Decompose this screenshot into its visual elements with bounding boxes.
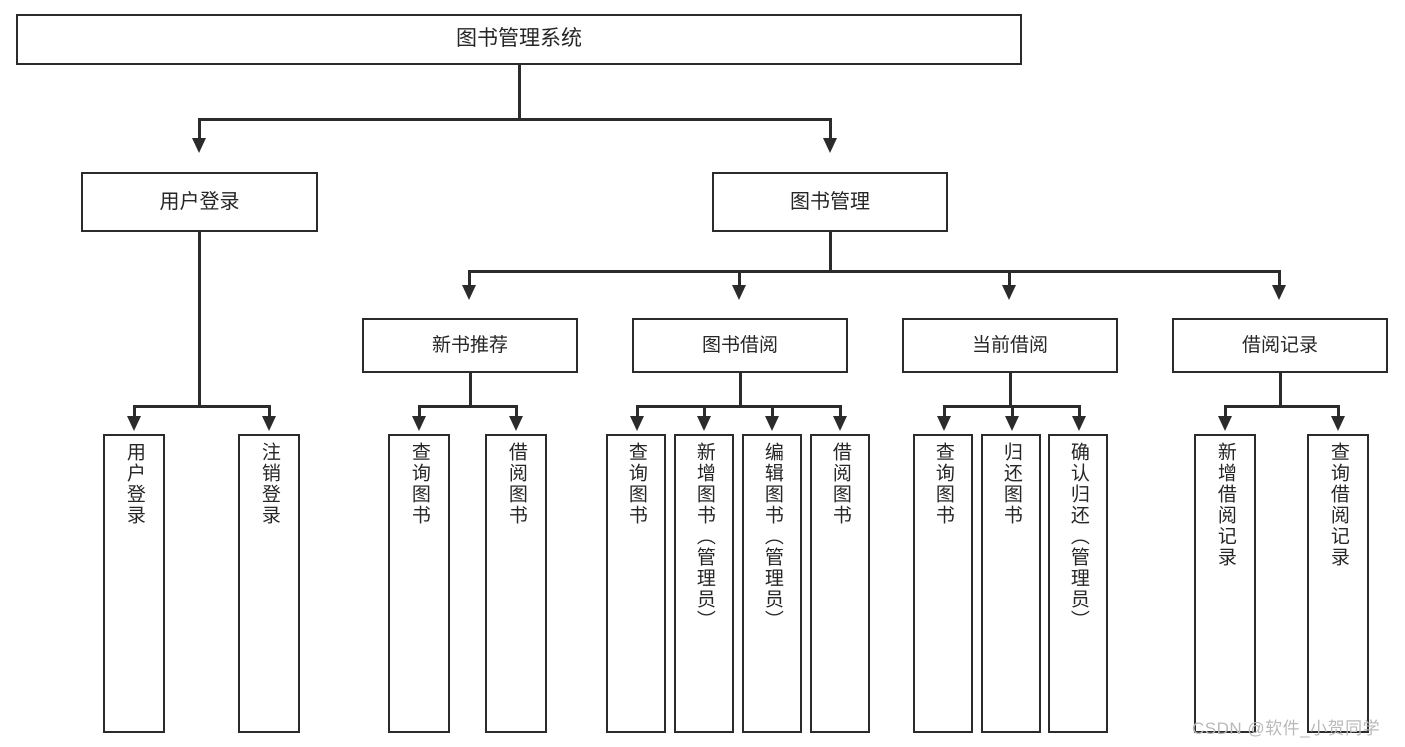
arrowhead-to-book-manage — [823, 138, 837, 153]
connector-user-login-bus — [133, 405, 270, 408]
arrowhead-current-borrow-leaf-2 — [1072, 416, 1086, 431]
node-root-system[interactable]: 图书管理系统 — [16, 14, 1022, 65]
leaf-current-borrow-1[interactable]: 归还图书 — [981, 434, 1041, 733]
arrowhead-book-borrow-leaf-0 — [630, 416, 644, 431]
connector-user-login-drop-0 — [133, 405, 136, 418]
connector-new-book-bus — [418, 405, 518, 408]
connector-current-borrow-stem — [1009, 373, 1012, 407]
node-book-borrow[interactable]: 图书借阅 — [632, 318, 848, 373]
connector-borrow-record-stem — [1279, 373, 1282, 407]
connector-book-borrow-drop-0 — [636, 405, 639, 418]
leaf-current-borrow-2[interactable]: 确认归还（管理员） — [1048, 434, 1108, 733]
connector-book-manage-drop-0 — [468, 270, 471, 287]
connector-book-borrow-bus — [636, 405, 841, 408]
arrowhead-to-borrow-record — [1272, 285, 1286, 300]
arrowhead-to-current-borrow — [1002, 285, 1016, 300]
node-current-borrow[interactable]: 当前借阅 — [902, 318, 1118, 373]
leaf-label: 查询图书 — [932, 442, 954, 526]
leaf-label: 编辑图书（管理员） — [761, 442, 783, 631]
node-label: 新书推荐 — [431, 334, 508, 356]
connector-user-login-stem — [198, 232, 201, 407]
node-label: 借阅记录 — [1241, 334, 1318, 356]
connector-book-borrow-drop-1 — [703, 405, 706, 418]
node-user-login[interactable]: 用户登录 — [81, 172, 318, 232]
node-new-book-recommend[interactable]: 新书推荐 — [362, 318, 578, 373]
node-label: 图书管理系统 — [456, 27, 582, 51]
leaf-label: 确认归还（管理员） — [1067, 442, 1089, 631]
connector-new-book-drop-1 — [515, 405, 518, 418]
connector-book-borrow-drop-2 — [771, 405, 774, 418]
connector-new-book-stem — [469, 373, 472, 407]
node-label: 图书借阅 — [701, 334, 778, 356]
connector-root-stem — [518, 65, 521, 120]
leaf-label: 用户登录 — [123, 442, 145, 526]
arrowhead-borrow-record-leaf-0 — [1218, 416, 1232, 431]
arrowhead-book-borrow-leaf-2 — [765, 416, 779, 431]
leaf-label: 新增图书（管理员） — [693, 442, 715, 631]
connector-book-manage-stem — [829, 232, 832, 272]
connector-book-manage-drop-2 — [1008, 270, 1011, 287]
leaf-current-borrow-0[interactable]: 查询图书 — [913, 434, 973, 733]
arrowhead-current-borrow-leaf-1 — [1005, 416, 1019, 431]
node-label: 图书管理 — [790, 190, 870, 213]
connector-borrow-record-drop-0 — [1224, 405, 1227, 418]
leaf-book-borrow-0[interactable]: 查询图书 — [606, 434, 666, 733]
connector-book-manage-drop-1 — [738, 270, 741, 287]
arrowhead-new-book-leaf-0 — [412, 416, 426, 431]
node-label: 用户登录 — [159, 190, 240, 213]
arrowhead-borrow-record-leaf-1 — [1331, 416, 1345, 431]
leaf-label: 查询图书 — [408, 442, 430, 526]
arrowhead-user-login-leaf-0 — [127, 416, 141, 431]
leaf-borrow-record-0[interactable]: 新增借阅记录 — [1194, 434, 1256, 733]
connector-book-borrow-stem — [739, 373, 742, 407]
connector-borrow-record-drop-1 — [1337, 405, 1340, 418]
arrowhead-to-new-book — [462, 285, 476, 300]
leaf-user-login-1[interactable]: 注销登录 — [238, 434, 300, 733]
leaf-new-book-1[interactable]: 借阅图书 — [485, 434, 547, 733]
leaf-label: 借阅图书 — [505, 442, 527, 526]
arrowhead-book-borrow-leaf-1 — [697, 416, 711, 431]
connector-borrow-record-bus — [1224, 405, 1339, 408]
node-book-management[interactable]: 图书管理 — [712, 172, 948, 232]
arrowhead-to-user-login — [192, 138, 206, 153]
arrowhead-to-book-borrow — [732, 285, 746, 300]
leaf-label: 新增借阅记录 — [1214, 442, 1236, 568]
connector-book-manage-bus — [468, 270, 1280, 273]
leaf-label: 借阅图书 — [829, 442, 851, 526]
leaf-label: 归还图书 — [1000, 442, 1022, 526]
arrowhead-user-login-leaf-1 — [262, 416, 276, 431]
leaf-user-login-0[interactable]: 用户登录 — [103, 434, 165, 733]
connector-book-borrow-drop-3 — [839, 405, 842, 418]
leaf-book-borrow-3[interactable]: 借阅图书 — [810, 434, 870, 733]
leaf-label: 查询图书 — [625, 442, 647, 526]
leaf-new-book-0[interactable]: 查询图书 — [388, 434, 450, 733]
arrowhead-book-borrow-leaf-3 — [833, 416, 847, 431]
connector-root-drop-left — [198, 118, 201, 140]
arrowhead-current-borrow-leaf-0 — [937, 416, 951, 431]
leaf-book-borrow-1[interactable]: 新增图书（管理员） — [674, 434, 734, 733]
connector-root-bus — [198, 118, 831, 121]
leaf-label: 查询借阅记录 — [1327, 442, 1349, 568]
connector-book-manage-drop-3 — [1278, 270, 1281, 287]
connector-new-book-drop-0 — [418, 405, 421, 418]
watermark-text: CSDN @软件_小贺同学 — [1192, 719, 1381, 738]
connector-root-drop-right — [829, 118, 832, 140]
arrowhead-new-book-leaf-1 — [509, 416, 523, 431]
node-label: 当前借阅 — [971, 334, 1048, 356]
connector-current-borrow-drop-2 — [1078, 405, 1081, 418]
leaf-book-borrow-2[interactable]: 编辑图书（管理员） — [742, 434, 802, 733]
node-borrow-record[interactable]: 借阅记录 — [1172, 318, 1388, 373]
connector-current-borrow-drop-1 — [1011, 405, 1014, 418]
connector-current-borrow-drop-0 — [943, 405, 946, 418]
connector-user-login-drop-1 — [268, 405, 271, 418]
leaf-label: 注销登录 — [258, 442, 280, 526]
leaf-borrow-record-1[interactable]: 查询借阅记录 — [1307, 434, 1369, 733]
